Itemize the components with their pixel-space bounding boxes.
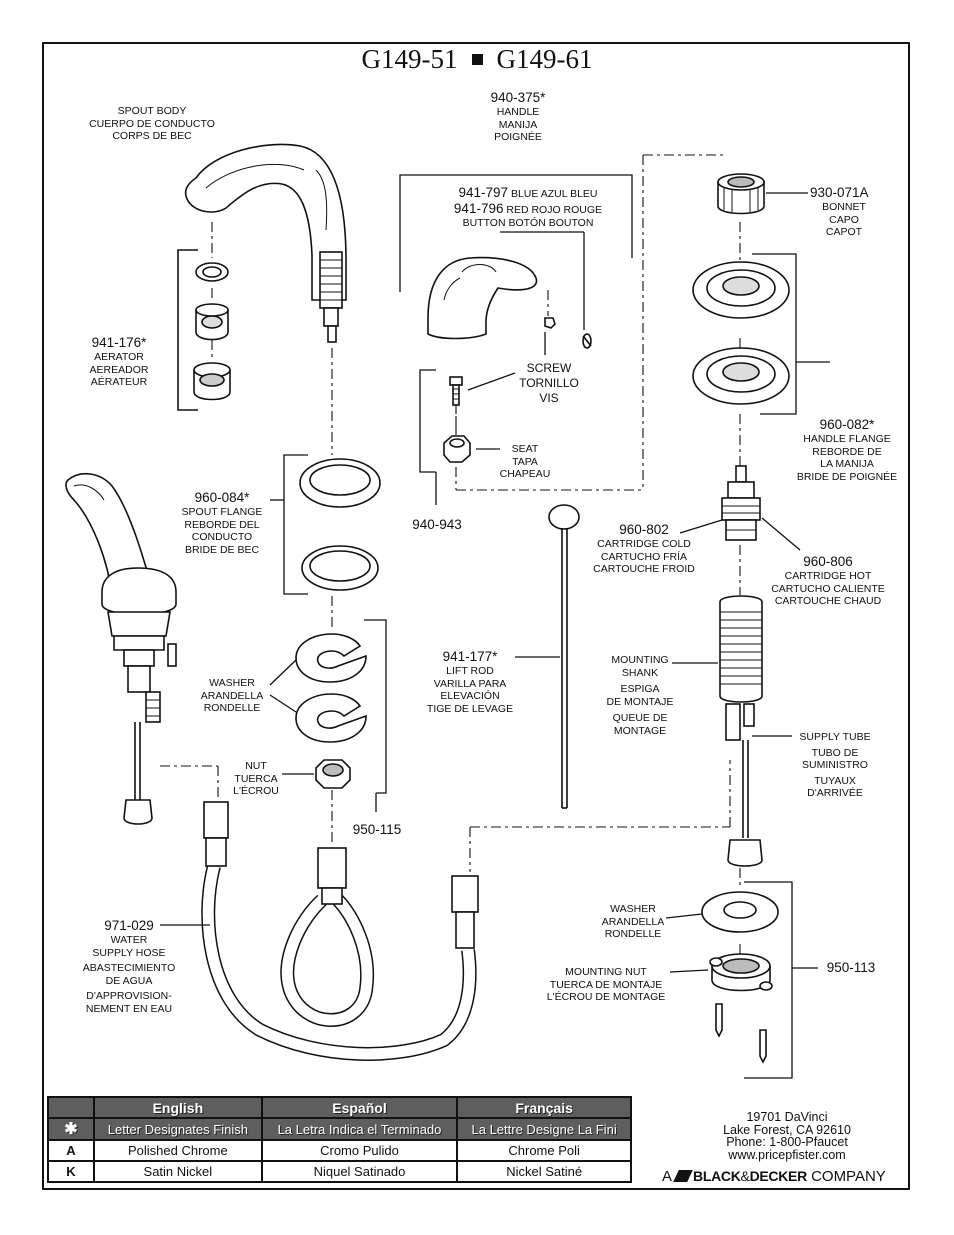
- aerator-bracket: [177, 249, 198, 411]
- model-number-51: G149-51: [361, 44, 458, 74]
- company-suffix: COMPANY: [811, 1168, 886, 1185]
- bonnet-drawing: [717, 173, 765, 215]
- page-title: G149-51 G149-61: [0, 44, 954, 75]
- finish-cell: Chrome Poli: [456, 1139, 632, 1162]
- horseshoe-washers-drawing: [295, 633, 367, 743]
- aerator-drawing: [193, 262, 231, 401]
- kit-113-bracket: [744, 881, 818, 1079]
- address-city: Lake Forest, CA 92610: [723, 1122, 851, 1137]
- black-and-decker-company-line: A BLACK&DECKER COMPANY: [662, 1168, 886, 1185]
- table-row: A Polished Chrome Cromo Pulido Chrome Po…: [47, 1139, 632, 1162]
- square-separator-icon: [471, 54, 483, 66]
- table-row: ✱ Letter Designates Finish La Letra Indi…: [47, 1117, 632, 1141]
- mounting-nut-drawing: [709, 953, 773, 1064]
- black-decker-hexagon-icon: [673, 1170, 693, 1182]
- nut-drawing: [315, 759, 351, 789]
- cartridge-drawing: [721, 465, 761, 541]
- kit-943-label: 940-943: [412, 517, 462, 532]
- kit-115-label: 950-115: [352, 822, 402, 837]
- bonnet-label: 930-071A: [810, 185, 869, 200]
- handle-bracket: [399, 174, 633, 292]
- table-row: K Satin Nickel Niquel Satinado Nickel Sa…: [47, 1160, 632, 1183]
- handle-drawing: [427, 256, 592, 349]
- kit-113-label: 950-113: [826, 960, 876, 975]
- finish-table: English Español Français ✱ Letter Design…: [47, 1096, 632, 1183]
- screw-and-seat-drawing: [443, 376, 471, 463]
- supply-hoses-drawing: [201, 801, 479, 1061]
- mounting-shank-drawing: [719, 595, 763, 867]
- kit-943-bracket: [419, 369, 437, 505]
- address-street: 19701 DaVinci: [746, 1110, 828, 1124]
- finish-cell: Satin Nickel: [93, 1160, 263, 1183]
- button-leader: [500, 231, 585, 330]
- spout-body-drawing: [184, 143, 347, 343]
- page-frame: [42, 42, 910, 1190]
- finish-header-blank: [47, 1096, 95, 1119]
- company-address: 19701 DaVinci Lake Forest, CA 92610 Phon…: [700, 1111, 874, 1161]
- finish-cell: La Lettre Designe La Fini: [456, 1117, 632, 1141]
- finish-cell: La Letra Indica el Terminado: [260, 1117, 459, 1141]
- side-handle-drawing: [65, 473, 177, 825]
- finish-table-header: English Español Français: [47, 1096, 632, 1119]
- finish-cell: Polished Chrome: [93, 1139, 263, 1162]
- finish-cell: Nickel Satiné: [456, 1160, 632, 1183]
- lift-rod-drawing: [548, 504, 580, 809]
- address-website: www.pricepfister.com: [728, 1147, 846, 1162]
- handle-flange-drawing: [692, 261, 790, 405]
- company-brand: BLACK&DECKER: [693, 1168, 807, 1184]
- finish-header-francais: Français: [456, 1096, 632, 1119]
- finish-cell: Letter Designates Finish: [93, 1117, 263, 1141]
- model-number-61: G149-61: [496, 44, 593, 74]
- finish-header-espanol: Español: [260, 1096, 459, 1119]
- finish-cell: Cromo Pulido: [260, 1139, 459, 1162]
- dashed-guide-lines: [160, 154, 741, 954]
- handle-flange-bracket: [752, 253, 830, 415]
- finish-cell: Niquel Satinado: [260, 1160, 459, 1183]
- spout-flange-drawing: [299, 458, 381, 591]
- finish-code-star: ✱: [47, 1117, 95, 1141]
- button-label: 941-797 BLUE AZUL BLEU 941-796 RED ROJO …: [453, 185, 603, 229]
- finish-header-english: English: [93, 1096, 263, 1119]
- finish-code: A: [47, 1139, 95, 1162]
- bottom-washer-drawing: [701, 891, 779, 933]
- company-prefix: A: [662, 1168, 673, 1185]
- kit-115-bracket: [364, 619, 387, 812]
- spout-flange-bracket: [270, 454, 308, 595]
- address-phone: Phone: 1-800-Pfaucet: [726, 1135, 848, 1149]
- finish-code: K: [47, 1160, 95, 1183]
